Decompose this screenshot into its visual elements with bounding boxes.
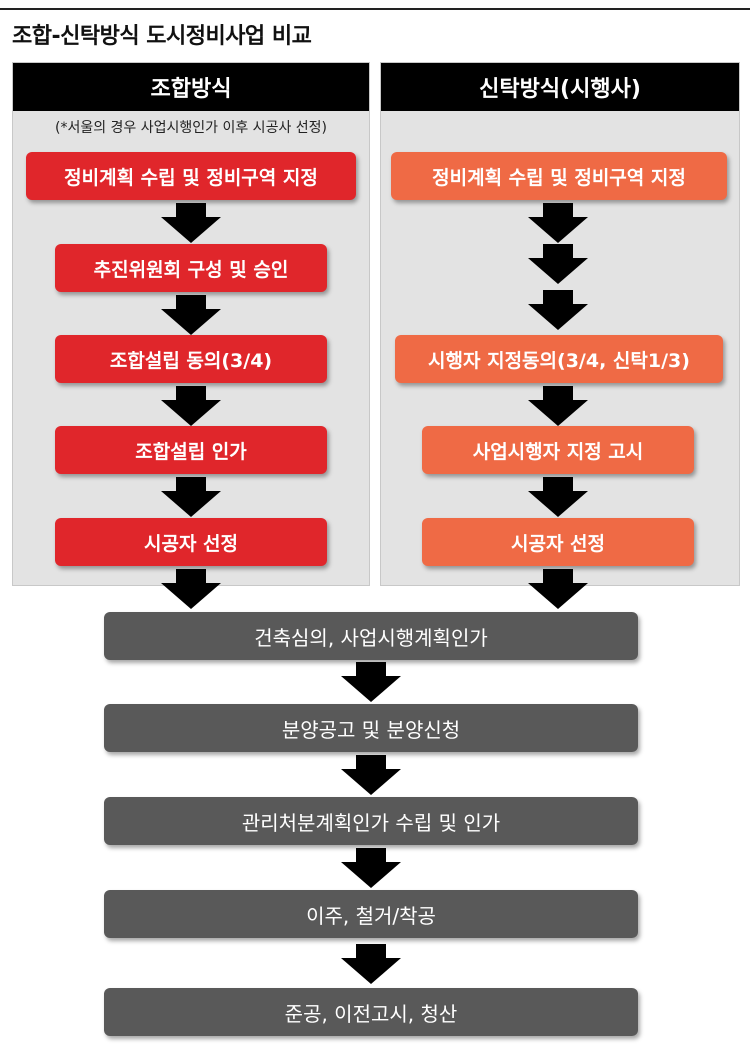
down-arrow-icon bbox=[161, 477, 221, 517]
down-arrow-icon bbox=[341, 944, 401, 984]
common-step-1: 건축심의, 사업시행계획인가 bbox=[104, 612, 638, 660]
down-arrow-icon bbox=[528, 290, 588, 330]
top-rule bbox=[0, 8, 750, 10]
down-arrow-icon bbox=[161, 203, 221, 243]
left-step-5: 시공자 선정 bbox=[55, 518, 327, 566]
left-step-3: 조합설립 동의(3/4) bbox=[55, 335, 327, 383]
right-step-1: 정비계획 수립 및 정비구역 지정 bbox=[391, 152, 727, 200]
down-arrow-icon bbox=[161, 569, 221, 609]
down-arrow-icon bbox=[341, 662, 401, 702]
left-step-1: 정비계획 수립 및 정비구역 지정 bbox=[26, 152, 356, 200]
down-arrow-icon bbox=[528, 203, 588, 243]
down-arrow-icon bbox=[528, 386, 588, 426]
down-arrow-icon bbox=[528, 244, 588, 284]
right-step-3: 사업시행자 지정 고시 bbox=[422, 426, 694, 474]
right-header: 신탁방식(시행사) bbox=[381, 63, 739, 111]
left-header: 조합방식 bbox=[13, 63, 369, 111]
down-arrow-icon bbox=[161, 295, 221, 335]
down-arrow-icon bbox=[341, 848, 401, 888]
down-arrow-icon bbox=[528, 477, 588, 517]
page-title: 조합-신탁방식 도시정비사업 비교 bbox=[12, 24, 312, 49]
common-step-3: 관리처분계획인가 수립 및 인가 bbox=[104, 797, 638, 845]
right-step-4: 시공자 선정 bbox=[422, 518, 694, 566]
common-step-4: 이주, 철거/착공 bbox=[104, 890, 638, 938]
left-step-2: 추진위원회 구성 및 승인 bbox=[55, 244, 327, 292]
down-arrow-icon bbox=[161, 386, 221, 426]
down-arrow-icon bbox=[341, 755, 401, 795]
left-step-4: 조합설립 인가 bbox=[55, 426, 327, 474]
left-note: (*서울의 경우 사업시행인가 이후 시공사 선정) bbox=[54, 120, 327, 136]
common-step-2: 분양공고 및 분양신청 bbox=[104, 704, 638, 752]
down-arrow-icon bbox=[528, 569, 588, 609]
common-step-5: 준공, 이전고시, 청산 bbox=[104, 988, 638, 1036]
right-step-2: 시행자 지정동의(3/4, 신탁1/3) bbox=[395, 335, 723, 383]
